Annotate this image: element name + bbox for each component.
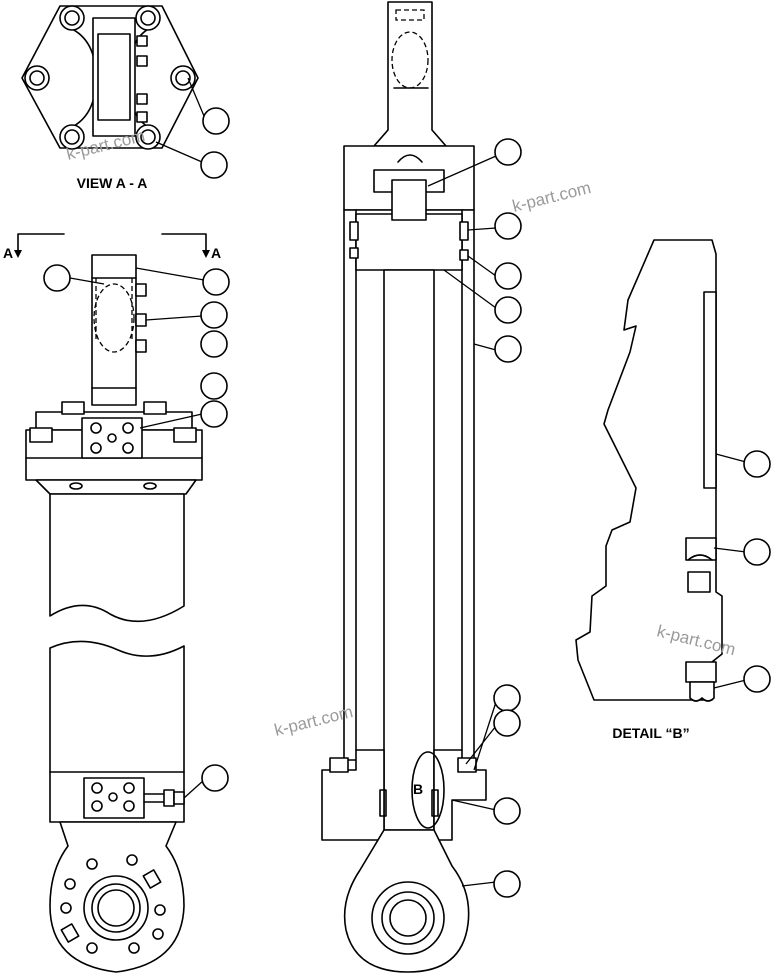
callout-center-6 bbox=[493, 684, 521, 712]
callout-view-aa-lower bbox=[200, 151, 228, 179]
callout-center-9 bbox=[493, 870, 521, 898]
section-a-left-label: A bbox=[3, 245, 13, 261]
callout-left-2 bbox=[202, 268, 230, 296]
callout-bubbles bbox=[43, 107, 771, 898]
watermark-3: k-part.com bbox=[272, 702, 355, 740]
callout-left-5 bbox=[200, 372, 228, 400]
callout-detail-2 bbox=[743, 538, 771, 566]
callout-center-2 bbox=[494, 212, 522, 240]
callout-center-4 bbox=[494, 296, 522, 324]
watermark-2: k-part.com bbox=[510, 178, 593, 216]
callout-center-1 bbox=[494, 138, 522, 166]
view-aa-drawing bbox=[21, 5, 205, 163]
center-cylinder-section-view bbox=[321, 1, 497, 973]
callout-center-8 bbox=[493, 797, 521, 825]
callout-center-7 bbox=[493, 709, 521, 737]
section-arrows bbox=[14, 233, 210, 258]
callout-view-aa-upper bbox=[202, 107, 230, 135]
detail-b-title: DETAIL “B” bbox=[612, 725, 689, 741]
callout-left-1 bbox=[43, 264, 71, 292]
callout-center-5 bbox=[494, 335, 522, 363]
callout-detail-3 bbox=[743, 665, 771, 693]
detail-b-marker: B bbox=[413, 781, 423, 797]
callout-detail-1 bbox=[743, 450, 771, 478]
callout-center-3 bbox=[494, 262, 522, 290]
callout-left-4 bbox=[200, 330, 228, 358]
section-a-right-label: A bbox=[211, 245, 221, 261]
detail-b-drawing bbox=[575, 239, 747, 702]
callout-left-3 bbox=[200, 301, 228, 329]
callout-left-7 bbox=[201, 764, 229, 792]
left-cylinder-side-view bbox=[25, 254, 205, 973]
view-aa-label: VIEW A - A bbox=[77, 175, 148, 191]
callout-left-6 bbox=[200, 400, 228, 428]
